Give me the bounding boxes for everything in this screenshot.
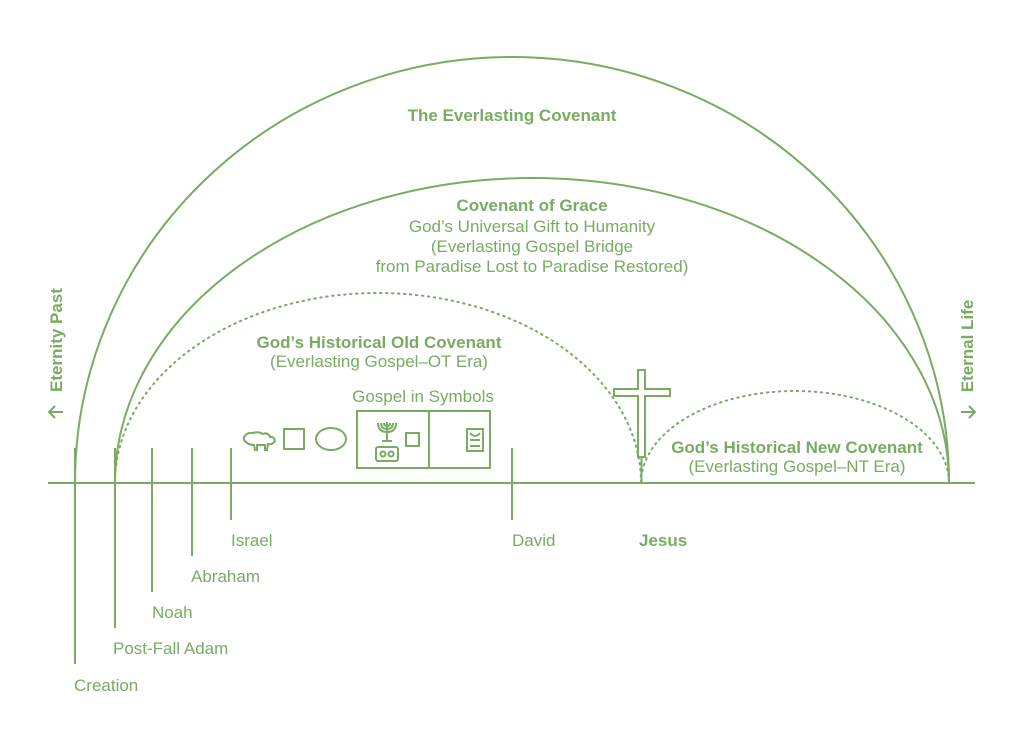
label-noah: Noah <box>152 603 193 622</box>
label-jesus: Jesus <box>639 531 687 550</box>
left-arrow-icon <box>47 405 63 419</box>
gospel-in-symbols-label: Gospel in Symbols <box>352 387 494 406</box>
ark-of-covenant-icon <box>466 428 484 452</box>
grace-title: Covenant of Grace <box>456 196 607 215</box>
incense-altar-icon <box>405 432 420 447</box>
covenant-of-grace-arc <box>114 177 950 484</box>
eternal-life-label: Eternal Life <box>958 300 977 393</box>
grace-line-2: (Everlasting Gospel Bridge <box>431 237 633 256</box>
menorah-icon <box>377 422 397 442</box>
laver-oval-icon <box>315 427 347 451</box>
everlasting-covenant-title: The Everlasting Covenant <box>408 106 617 125</box>
old-covenant-subtitle: (Everlasting Gospel–OT Era) <box>270 352 488 371</box>
label-david: David <box>512 531 555 550</box>
label-israel: Israel <box>231 531 273 550</box>
right-arrow-icon <box>961 405 977 419</box>
old-covenant-title: God’s Historical Old Covenant <box>257 333 502 352</box>
new-covenant-subtitle: (Everlasting Gospel–NT Era) <box>689 457 906 476</box>
old-covenant-arc <box>114 292 642 484</box>
everlasting-covenant-arc <box>74 56 950 484</box>
cross-icon <box>613 369 671 483</box>
lamb-icon <box>242 431 277 451</box>
label-abraham: Abraham <box>191 567 260 586</box>
label-post-fall-adam: Post-Fall Adam <box>113 639 228 658</box>
sanctuary-plan <box>356 410 491 469</box>
new-covenant-title: God’s Historical New Covenant <box>671 438 923 457</box>
eternity-past-label: Eternity Past <box>47 288 66 392</box>
altar-square-icon <box>283 428 305 450</box>
label-creation: Creation <box>74 676 138 695</box>
grace-line-1: God’s Universal Gift to Humanity <box>409 217 656 236</box>
showbread-table-icon <box>375 446 399 462</box>
grace-line-3: from Paradise Lost to Paradise Restored) <box>376 257 689 276</box>
